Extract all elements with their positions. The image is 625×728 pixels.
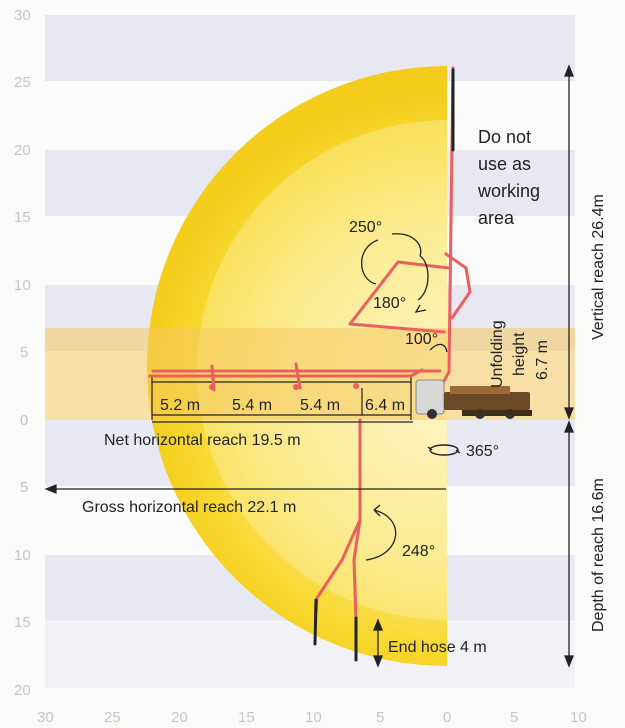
x-tick: 5	[376, 709, 384, 726]
no-work-area-label: use as	[478, 154, 531, 174]
no-work-area-label: working	[477, 181, 540, 201]
angle-248-label: 248°	[402, 543, 435, 560]
angle-100-label: 100°	[405, 331, 438, 348]
grid-band	[45, 622, 575, 688]
angle-365-label: 365°	[466, 443, 499, 460]
grid-band	[45, 15, 575, 81]
segment-label: 5.2 m	[160, 397, 200, 414]
y-tick: 20	[14, 142, 31, 159]
x-tick: 0	[443, 709, 451, 726]
y-tick: 10	[14, 547, 31, 564]
net-reach-label: Net horizontal reach 19.5 m	[104, 432, 301, 449]
segment-label: 6.4 m	[365, 397, 405, 414]
x-tick: 15	[238, 709, 255, 726]
unfolding-height-value: 6.7 m	[534, 340, 551, 380]
x-tick: 5	[510, 709, 518, 726]
unfolding-height-label: height	[511, 332, 528, 376]
no-work-area-label: Do not	[478, 127, 531, 147]
rotation-248-arrow	[365, 504, 397, 561]
y-tick: 5	[20, 344, 28, 361]
angle-250-label: 250°	[349, 219, 382, 236]
depth-reach-arrow	[564, 420, 574, 668]
segment-label: 5.4 m	[300, 397, 340, 414]
y-tick: 30	[14, 7, 31, 24]
x-tick: 10	[570, 709, 587, 726]
y-tick: 15	[14, 209, 31, 226]
y-tick: 10	[14, 277, 31, 294]
gross-reach-label: Gross horizontal reach 22.1 m	[82, 499, 296, 516]
truck-icon	[415, 379, 532, 419]
x-tick: 20	[171, 709, 188, 726]
slewing-365-icon	[427, 444, 461, 456]
vertical-reach-label: Vertical reach 26.4m	[590, 194, 607, 340]
vertical-reach-arrow	[564, 64, 574, 420]
end-hose-arrow	[373, 618, 383, 668]
no-work-area-label: area	[478, 208, 515, 228]
rotation-250-arrow	[361, 233, 422, 285]
rotation-180-arrow	[414, 255, 429, 313]
y-tick: 25	[14, 74, 31, 91]
depth-reach-label: Depth of reach 16.6m	[590, 478, 607, 632]
unfolding-height-label: Unfolding	[489, 320, 506, 388]
segment-label: 5.4 m	[232, 397, 272, 414]
end-hose-label: End hose 4 m	[388, 639, 487, 656]
end-hose	[313, 68, 455, 662]
y-tick: 20	[14, 682, 31, 699]
y-tick: 0	[20, 412, 28, 429]
x-tick: 30	[37, 709, 54, 726]
angle-180-label: 180°	[373, 295, 406, 312]
x-tick: 10	[305, 709, 322, 726]
y-tick: 15	[14, 614, 31, 631]
x-tick: 25	[104, 709, 121, 726]
segment-dimension-frame	[151, 376, 412, 420]
rotation-100-arrow	[429, 343, 448, 353]
y-tick: 5	[20, 479, 28, 496]
gross-reach-arrow	[44, 484, 446, 494]
